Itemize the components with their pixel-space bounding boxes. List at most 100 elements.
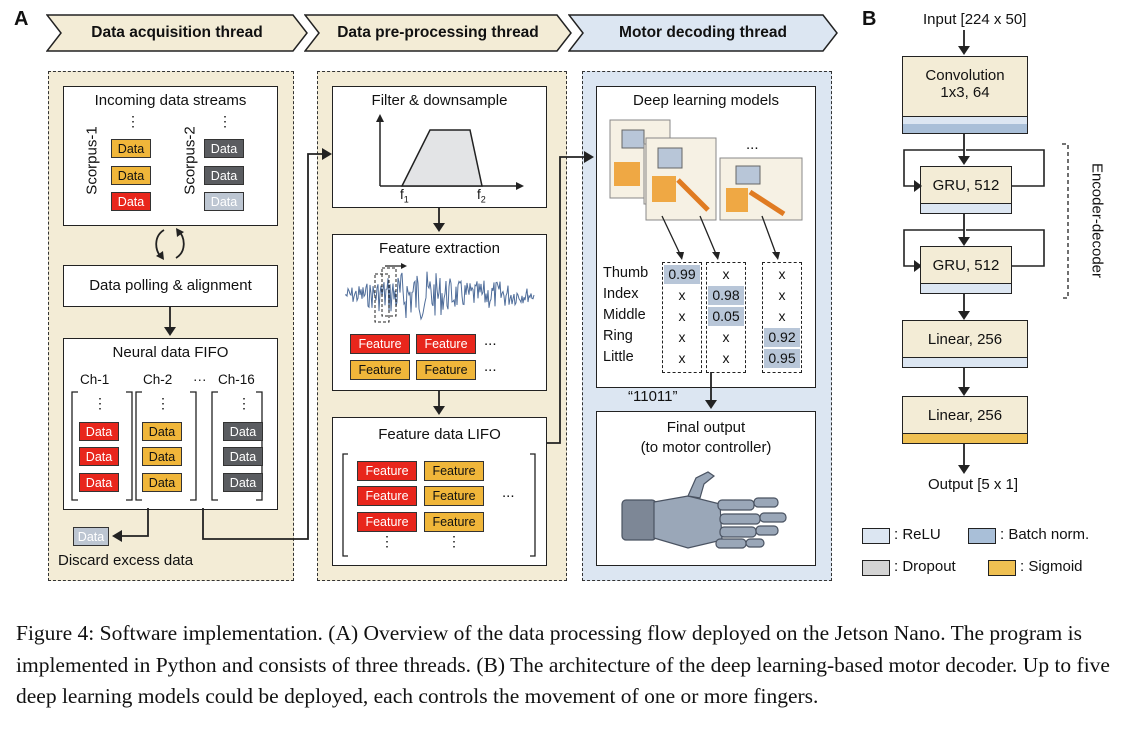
model-output-value: x: [722, 350, 730, 366]
feature-chip: Feature: [357, 512, 417, 532]
polling-label: Data polling & alignment: [89, 277, 252, 294]
linear1-label: Linear, 256: [927, 331, 1003, 348]
arrow-down-icon: [164, 307, 176, 336]
arrow-down-icon: [705, 372, 717, 409]
lifo-dots: ⋮: [447, 533, 461, 549]
binary-code: “11011”: [628, 388, 678, 405]
feature-chip: Feature: [357, 461, 417, 481]
input-label: Input [224 x 50]: [923, 11, 1027, 28]
gru-feedback-loop: [903, 149, 1045, 272]
model-output-value: x: [778, 287, 786, 303]
filter-response-plot: [376, 114, 524, 190]
model-output-value: x: [678, 308, 686, 324]
gru2-label: GRU, 512: [932, 257, 1000, 274]
gru-layer-1: GRU, 512: [920, 166, 1012, 214]
feature-extraction-title: Feature extraction: [379, 240, 500, 257]
models-ellipsis: ...: [746, 136, 759, 153]
batchnorm-band: [903, 123, 1027, 133]
legend-dropout-swatch: [862, 560, 890, 576]
model-output-value: x: [678, 350, 686, 366]
stream1-dots: ⋮: [126, 113, 140, 129]
model-output-value: 0.05: [708, 307, 744, 326]
arrow-down-icon: [958, 30, 970, 55]
chevron-shape: [304, 14, 572, 52]
fifo-brackets: [71, 391, 263, 501]
discard-label: Discard excess data: [58, 552, 194, 569]
feature-chip: Feature: [350, 360, 410, 380]
legend-sigmoid-swatch: [988, 560, 1016, 576]
model-output-value: 0.95: [764, 349, 800, 368]
connector-arrow: [202, 148, 332, 540]
linear-layer-2: Linear, 256: [902, 396, 1028, 444]
lifo-brackets: [342, 453, 536, 557]
incoming-streams-title: Incoming data streams: [94, 92, 247, 109]
cycle-arrows-icon: [155, 228, 185, 260]
robotic-hand-illustration: [621, 471, 787, 549]
data-chip: Data: [142, 422, 182, 441]
chevron-shape: [46, 14, 308, 52]
scorpus-2-label: Scorpus-2: [181, 126, 199, 195]
conv-params: 1x3, 64: [940, 84, 990, 101]
data-chip: Data: [79, 422, 119, 441]
data-chip: Data: [111, 192, 151, 211]
ch16-label: Ch-16: [218, 372, 255, 387]
data-chip: Data: [223, 473, 263, 492]
linear-layer-1: Linear, 256: [902, 320, 1028, 368]
final-output-subtitle: (to motor controller): [640, 439, 772, 456]
feature-chip: Feature: [424, 461, 484, 481]
fifo-title: Neural data FIFO: [112, 344, 229, 361]
discard-arrow: [112, 508, 149, 542]
model-output-value: x: [678, 287, 686, 303]
linear2-label: Linear, 256: [927, 407, 1003, 424]
arrow-down-icon: [958, 367, 970, 396]
lifo-dots: ⋮: [380, 533, 394, 549]
chevron-shape: [568, 14, 838, 52]
finger-label: Index: [603, 286, 639, 302]
finger-label: Ring: [603, 328, 633, 344]
convolution-layer: Convolution 1x3, 64: [902, 56, 1028, 134]
network-thumbnails: [609, 119, 803, 221]
gru1-label: GRU, 512: [932, 177, 1000, 194]
relu-band: [903, 357, 1027, 367]
model-output-value: x: [778, 308, 786, 324]
ch2-dots: ⋮: [156, 395, 170, 411]
feature-ellipsis: ...: [484, 358, 497, 375]
relu-band: [921, 283, 1011, 293]
conv-label: Convolution: [925, 67, 1005, 84]
models-title: Deep learning models: [633, 92, 779, 109]
panel-a-letter: A: [14, 8, 29, 30]
lifo-ellipsis: ...: [502, 484, 515, 501]
relu-band: [921, 203, 1011, 213]
encoder-decoder-label: Encoder-decoder: [1088, 162, 1106, 279]
arrow-down-icon: [958, 213, 970, 246]
thread-decoding-label: Motor decoding thread: [619, 24, 787, 41]
legend-sigmoid-label: : Sigmoid: [1020, 558, 1083, 575]
polling-box: Data polling & alignment: [63, 265, 278, 307]
feature-chip: Feature: [357, 486, 417, 506]
thread-decoding-header: Motor decoding thread: [568, 14, 838, 52]
f1-label: f1: [400, 187, 409, 205]
panel-b-letter: B: [862, 8, 877, 30]
model-output-value: 0.99: [664, 265, 700, 284]
data-chip: Data: [142, 473, 182, 492]
data-chip: Data: [111, 166, 151, 185]
ch2-label: Ch-2: [143, 372, 173, 387]
relu-band: [903, 116, 1027, 124]
filter-title: Filter & downsample: [371, 92, 508, 109]
lifo-title: Feature data LIFO: [378, 426, 501, 443]
signal-waveform: [345, 263, 535, 323]
legend-dropout-label: : Dropout: [894, 558, 956, 575]
data-chip: Data: [223, 422, 263, 441]
data-chip: Data: [79, 473, 119, 492]
feature-chip: Feature: [416, 360, 476, 380]
legend-batchnorm-swatch: [968, 528, 996, 544]
model-output-value: x: [722, 329, 730, 345]
f2-label: f2: [477, 187, 486, 205]
thread-preprocessing-label: Data pre-processing thread: [337, 24, 539, 41]
data-chip: Data: [223, 447, 263, 466]
model-output-arrows: [661, 215, 780, 260]
stream2-dots: ⋮: [218, 113, 232, 129]
arrow-down-icon: [958, 134, 970, 165]
feature-chip: Feature: [424, 486, 484, 506]
gru-layer-2: GRU, 512: [920, 246, 1012, 294]
